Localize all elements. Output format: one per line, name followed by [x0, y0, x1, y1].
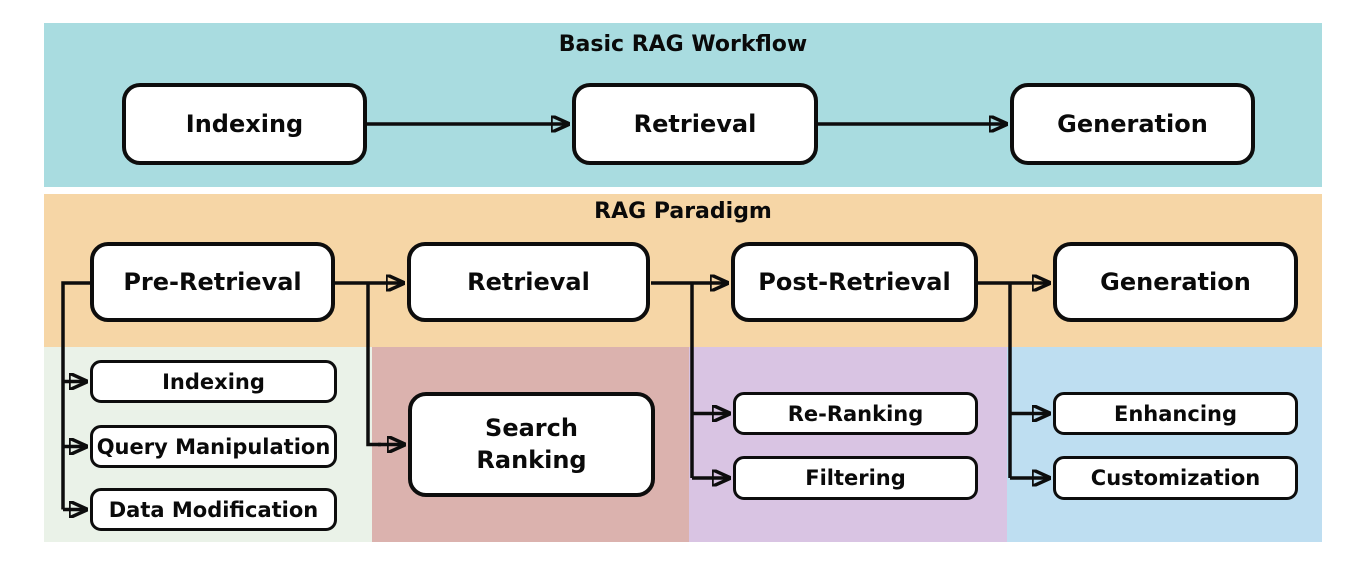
- node-customization: Customization: [1053, 456, 1298, 500]
- node-sub-indexing: Indexing: [90, 360, 337, 403]
- basic-rag-workflow-title: Basic RAG Workflow: [558, 32, 808, 57]
- node-filtering: Filtering: [733, 456, 978, 500]
- node-query-manipulation: Query Manipulation: [90, 425, 337, 468]
- generation-subsection: [1007, 347, 1322, 542]
- node-basic-indexing: Indexing: [122, 83, 367, 165]
- node-generation: Generation: [1053, 242, 1298, 322]
- node-re-ranking: Re-Ranking: [733, 392, 978, 435]
- node-search-ranking: Search Ranking: [408, 392, 655, 497]
- node-enhancing: Enhancing: [1053, 392, 1298, 435]
- node-data-modification: Data Modification: [90, 488, 337, 531]
- node-basic-generation: Generation: [1010, 83, 1255, 165]
- rag-paradigm-title: RAG Paradigm: [594, 199, 772, 224]
- node-retrieval: Retrieval: [407, 242, 650, 322]
- node-basic-retrieval: Retrieval: [572, 83, 818, 165]
- node-post-retrieval: Post-Retrieval: [731, 242, 978, 322]
- node-pre-retrieval: Pre-Retrieval: [90, 242, 335, 322]
- post-retrieval-subsection: [689, 347, 1007, 542]
